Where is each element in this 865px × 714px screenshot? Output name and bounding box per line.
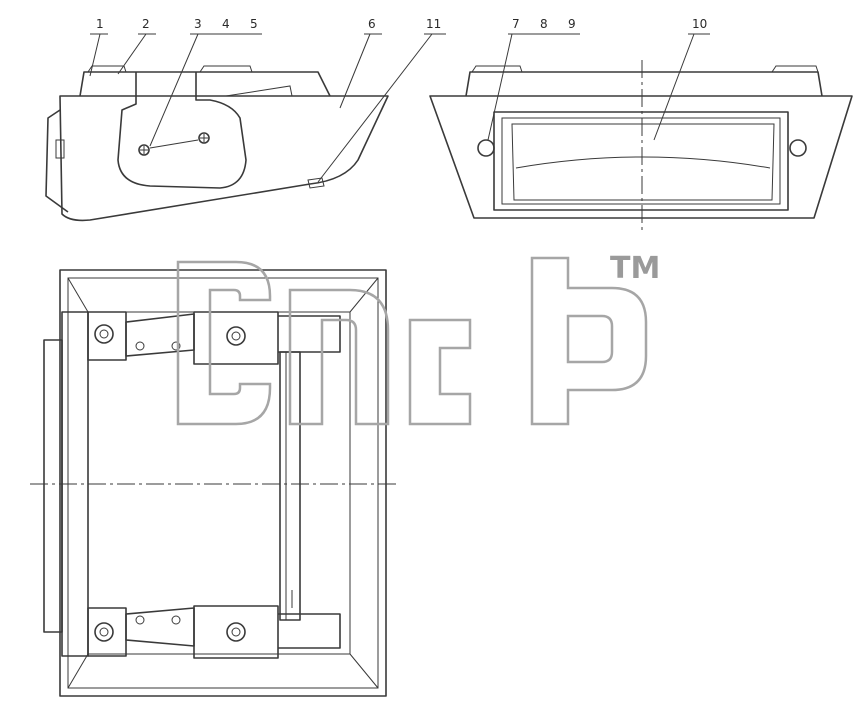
callout-4: 4 [222, 17, 230, 31]
front-view [429, 60, 853, 232]
trademark-symbol: TM [610, 251, 660, 286]
front-callouts: 7 8 9 10 [487, 17, 710, 141]
top-view [30, 269, 400, 697]
callout-2: 2 [142, 17, 150, 31]
side-view [45, 65, 389, 222]
callout-6: 6 [368, 17, 376, 31]
callout-10: 10 [692, 17, 707, 31]
callout-8: 8 [540, 17, 548, 31]
callout-9: 9 [568, 17, 576, 31]
callout-1: 1 [96, 17, 104, 31]
callout-5: 5 [250, 17, 258, 31]
callout-11: 11 [426, 17, 441, 31]
callout-7: 7 [512, 17, 520, 31]
watermark-logo: TM [176, 251, 660, 426]
side-callouts: 1 2 3 4 5 6 11 [89, 17, 446, 183]
callout-3: 3 [194, 17, 202, 31]
